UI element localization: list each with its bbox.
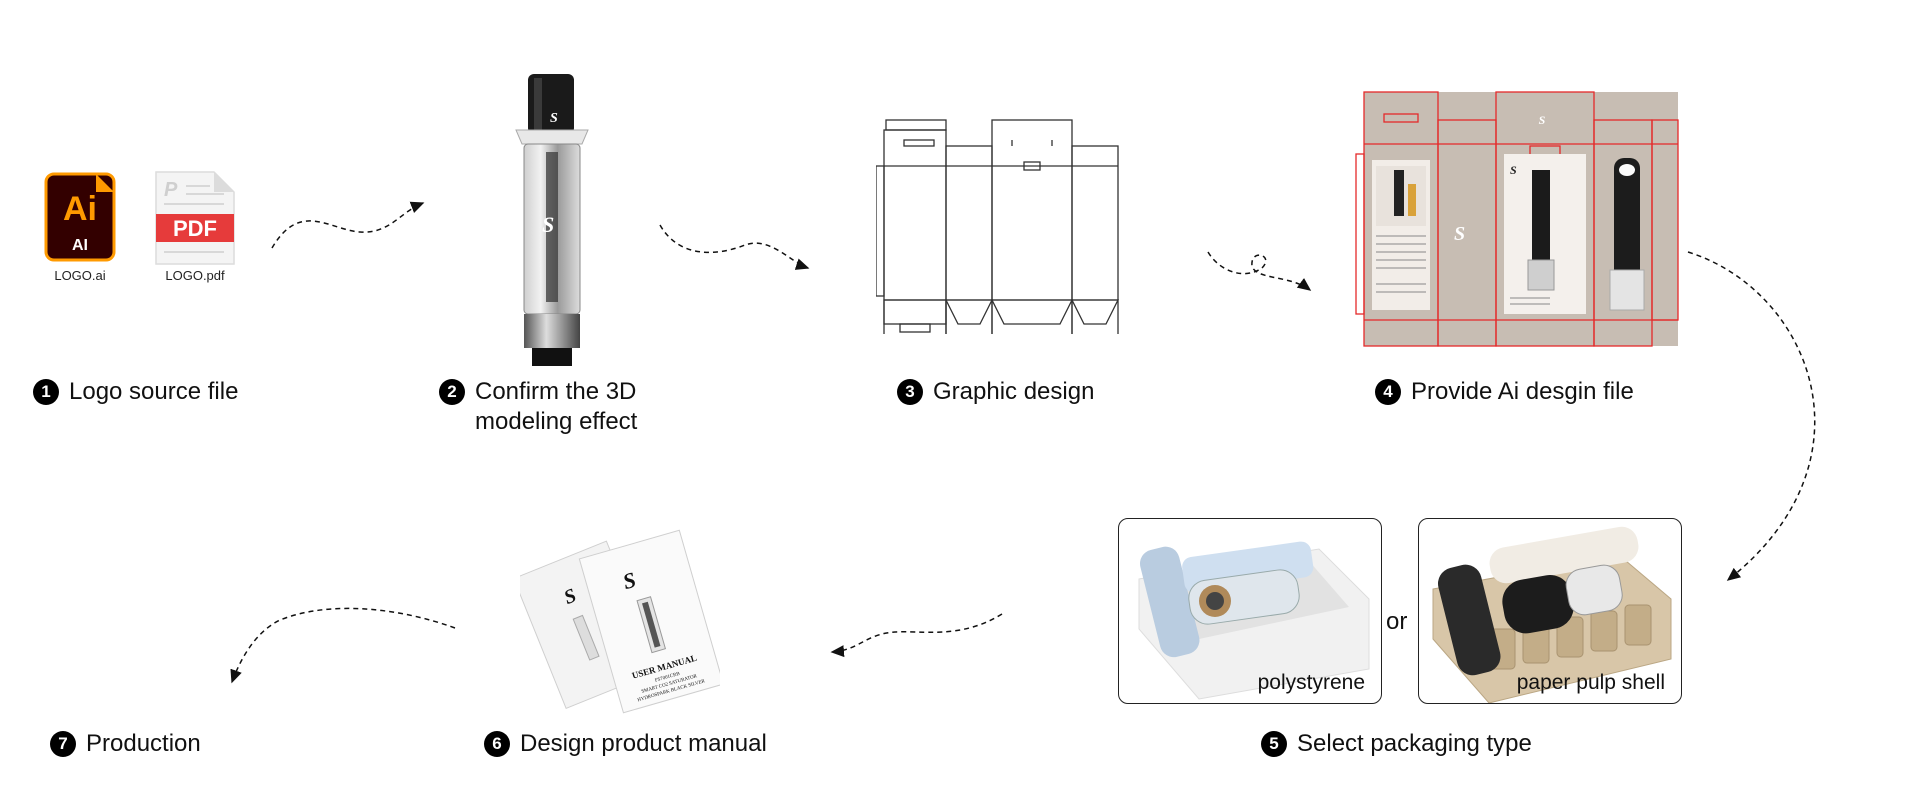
svg-text:S: S bbox=[550, 111, 558, 126]
step-3-text: Graphic design bbox=[933, 378, 1095, 405]
step-5-number: 5 bbox=[1261, 731, 1287, 757]
step-6-text: Design product manual bbox=[520, 730, 767, 757]
step-3-number: 3 bbox=[897, 379, 923, 405]
packaging-option-paper-pulp: paper pulp shell bbox=[1418, 518, 1682, 704]
svg-text:S: S bbox=[1539, 113, 1546, 127]
product-manual-illustration: S S USER MANUAL FS7001CRB SMART CO2 SATU… bbox=[513, 524, 725, 720]
box-dieline-drawing bbox=[875, 110, 1146, 341]
step-7-label: 7 Production bbox=[50, 729, 201, 759]
saturator-3d-model: S S bbox=[512, 72, 592, 368]
svg-text:S: S bbox=[1510, 163, 1517, 177]
svg-text:P: P bbox=[164, 179, 178, 201]
packaging-or-separator: or bbox=[1386, 608, 1408, 635]
arrow-3-to-4 bbox=[1207, 251, 1312, 291]
step-7-number: 7 bbox=[50, 731, 76, 757]
svg-text:Ai: Ai bbox=[63, 190, 97, 228]
step-2-number: 2 bbox=[439, 379, 465, 405]
svg-text:AI: AI bbox=[72, 237, 88, 254]
arrow-4-to-5 bbox=[1687, 251, 1816, 581]
step-4-text: Provide Ai desgin file bbox=[1411, 378, 1634, 405]
ai-file-caption: LOGO.ai bbox=[54, 268, 106, 283]
pdf-file-caption: LOGO.pdf bbox=[165, 268, 225, 283]
step-6-label: 6 Design product manual bbox=[484, 729, 767, 759]
step-4-label: 4 Provide Ai desgin file bbox=[1375, 377, 1634, 407]
step-1-label: 1 Logo source file bbox=[33, 377, 238, 407]
polystyrene-tray-illustration bbox=[1138, 541, 1370, 700]
paper-pulp-tray-illustration bbox=[1432, 526, 1672, 703]
step-5-label: 5 Select packaging type bbox=[1261, 729, 1532, 759]
ai-design-box-artwork: S S S bbox=[1354, 84, 1688, 352]
step-2-text-line1: Confirm the 3D bbox=[475, 378, 637, 405]
packaging-option-polystyrene: polystyrene bbox=[1118, 518, 1382, 704]
step-1-number: 1 bbox=[33, 379, 59, 405]
pdf-file-icon: P PDF bbox=[154, 170, 236, 266]
step-6-number: 6 bbox=[484, 731, 510, 757]
polystyrene-caption: polystyrene bbox=[1257, 671, 1365, 694]
arrow-5-to-6 bbox=[830, 613, 1003, 658]
step-2-label: 2 Confirm the 3D modeling effect bbox=[439, 377, 637, 437]
step-3-label: 3 Graphic design bbox=[897, 377, 1094, 407]
paper-pulp-caption: paper pulp shell bbox=[1516, 671, 1665, 694]
step-1-text: Logo source file bbox=[69, 378, 239, 405]
arrow-2-to-3 bbox=[659, 224, 810, 270]
ai-file-icon: Ai AI bbox=[44, 172, 116, 262]
step-5-text: Select packaging type bbox=[1297, 730, 1532, 757]
step-4-number: 4 bbox=[1375, 379, 1401, 405]
arrow-6-to-7 bbox=[230, 607, 456, 684]
arrow-1-to-2 bbox=[271, 201, 425, 249]
svg-text:S: S bbox=[542, 212, 554, 237]
step-7-text: Production bbox=[86, 730, 201, 757]
step-2-text-line2: modeling effect bbox=[475, 408, 638, 435]
svg-text:PDF: PDF bbox=[173, 216, 217, 241]
svg-text:S: S bbox=[1454, 223, 1465, 245]
